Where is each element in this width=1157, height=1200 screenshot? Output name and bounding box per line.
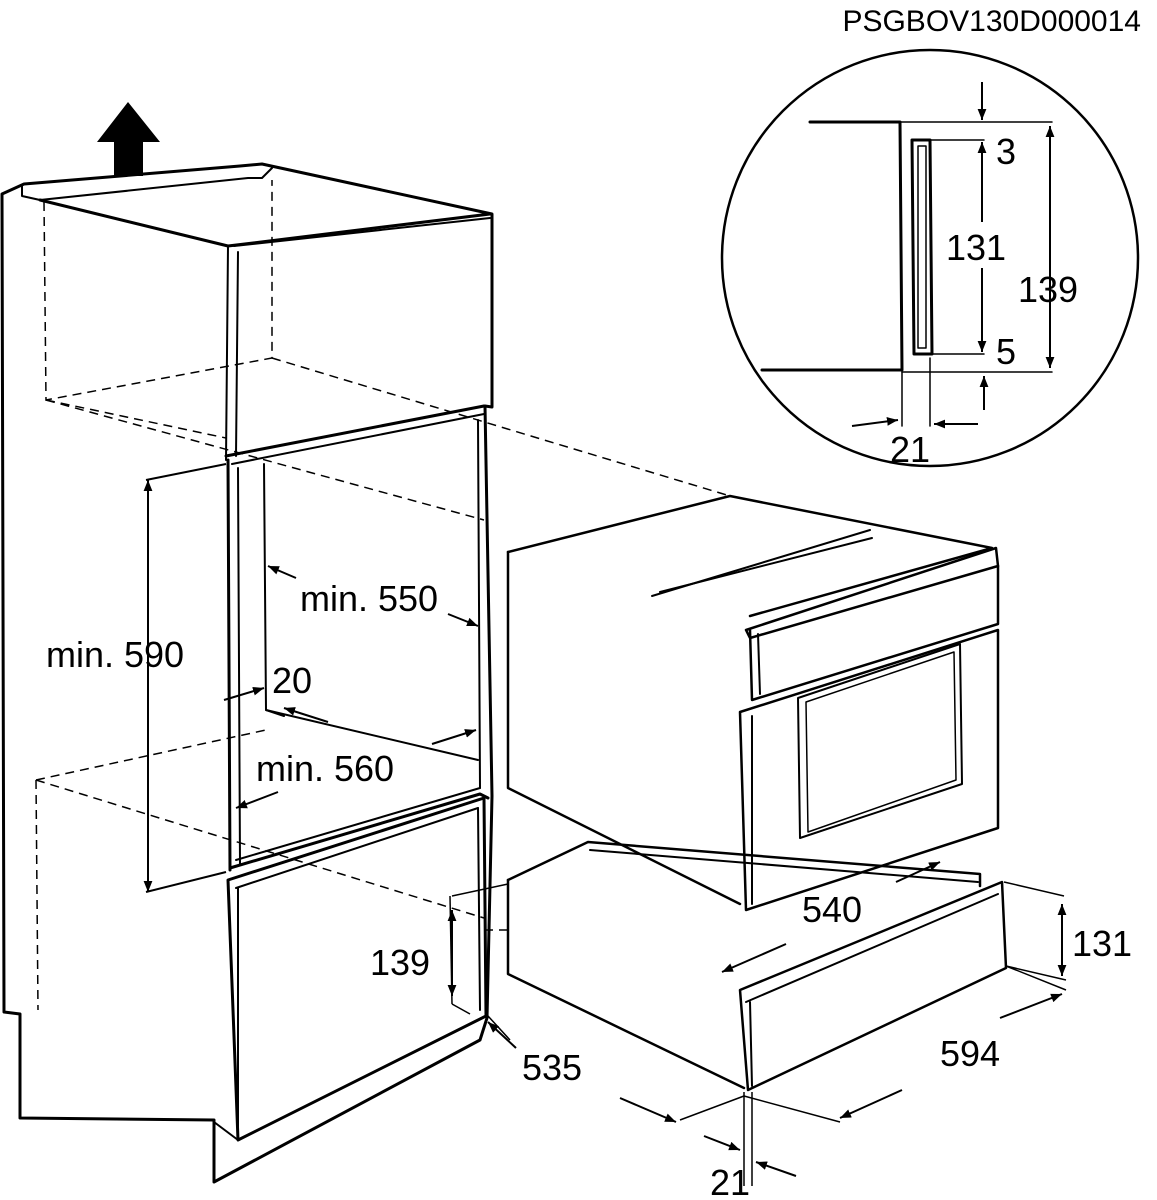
detail-label-21: 21 — [890, 429, 930, 470]
dim-540-right — [895, 861, 941, 883]
detail-view: 3 131 139 5 21 — [720, 48, 1140, 470]
dimension-lines — [143, 463, 1067, 1177]
detail-dim-21-left — [851, 417, 899, 427]
tall-cabinet — [0, 162, 494, 1184]
detail-label-3: 3 — [996, 131, 1016, 172]
dim-560-up — [431, 729, 477, 745]
detail-label-139: 139 — [1018, 269, 1078, 310]
dim-535-back — [487, 1021, 517, 1049]
dim-550-left — [267, 565, 297, 579]
cabinet-outline — [0, 162, 494, 1184]
dim-594-left — [839, 1089, 903, 1119]
label-540: 540 — [802, 889, 862, 930]
up-arrow-icon — [97, 102, 160, 176]
detail-label-131: 131 — [946, 227, 1006, 268]
label-min-560: min. 560 — [256, 748, 394, 789]
cabinet-hidden-lines — [35, 180, 731, 1011]
detail-label-5: 5 — [996, 331, 1016, 372]
diagram-code: PSGBOV130D000014 — [842, 5, 1141, 38]
dim-540-left — [721, 943, 787, 973]
label-131-drawer: 131 — [1072, 923, 1132, 964]
dimension-labels: min. 590 min. 550 20 min. 560 139 535 21… — [46, 578, 1132, 1200]
label-139-niche: 139 — [370, 942, 430, 983]
detail-front-profile — [910, 138, 934, 356]
dim-535-front — [619, 1097, 677, 1123]
dim-594-right — [999, 993, 1063, 1019]
dim-20-left — [223, 686, 265, 701]
dim-550-right — [447, 613, 479, 627]
label-min-590: min. 590 — [46, 634, 184, 675]
compact-oven — [506, 494, 1000, 912]
warming-drawer — [506, 840, 1008, 1092]
dim-20-right — [283, 707, 329, 723]
detail-circle — [720, 48, 1140, 468]
dim-21-left — [703, 1135, 741, 1151]
dim-21-right — [755, 1161, 797, 1177]
label-gap-20: 20 — [272, 660, 312, 701]
label-594: 594 — [940, 1033, 1000, 1074]
label-min-550: min. 550 — [300, 578, 438, 619]
label-535: 535 — [522, 1047, 582, 1088]
dim-560-down — [235, 791, 279, 809]
label-21-front: 21 — [710, 1162, 750, 1200]
